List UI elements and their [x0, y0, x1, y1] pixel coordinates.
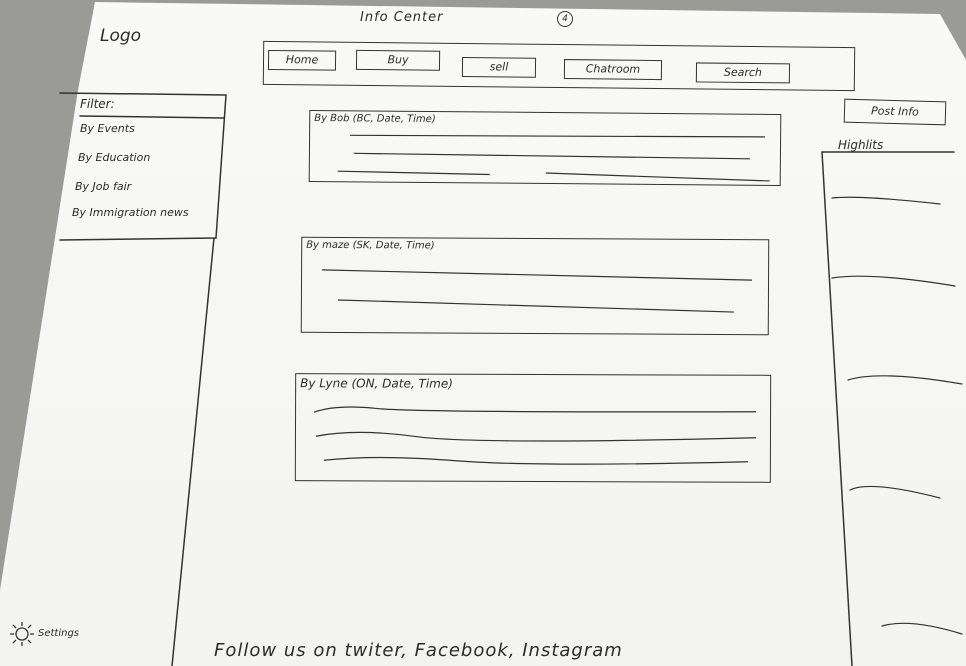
post-card[interactable]: By Bob (BC, Date, Time) [308, 109, 782, 187]
nav-search-button[interactable]: Search [695, 62, 791, 84]
page-title: Info Center [360, 10, 444, 25]
post-text-lines [337, 134, 770, 182]
page-number-badge: 4 [557, 11, 573, 27]
settings-link[interactable]: Settings [38, 628, 80, 639]
social-follow-text: Follow us on twiter, Facebook, Instagram [214, 640, 623, 661]
filter-title: Filter: [80, 97, 115, 111]
nav-home-button[interactable]: Home [267, 49, 337, 71]
nav-chatroom-button[interactable]: Chatroom [563, 59, 663, 81]
filter-item-job-fair[interactable]: By Job fair [75, 180, 132, 193]
nav-bar: Home Buy sell Chatroom Search [262, 40, 856, 92]
logo[interactable]: Logo [100, 26, 142, 46]
gear-icon[interactable] [8, 620, 36, 648]
filter-item-immigration-news[interactable]: By Immigration news [72, 206, 189, 219]
post-info-button[interactable]: Post Info [843, 98, 947, 126]
post-text-lines [322, 269, 753, 313]
post-card[interactable]: By Lyne (ON, Date, Time) [294, 373, 772, 483]
nav-sell-button[interactable]: sell [461, 56, 537, 78]
highlights-title: Highlits [838, 138, 884, 152]
filter-item-education[interactable]: By Education [78, 151, 151, 164]
post-card[interactable]: By maze (SK, Date, Time) [300, 236, 770, 336]
nav-buy-button[interactable]: Buy [355, 49, 441, 71]
post-text-lines [313, 406, 757, 465]
filter-item-events[interactable]: By Events [80, 122, 135, 135]
